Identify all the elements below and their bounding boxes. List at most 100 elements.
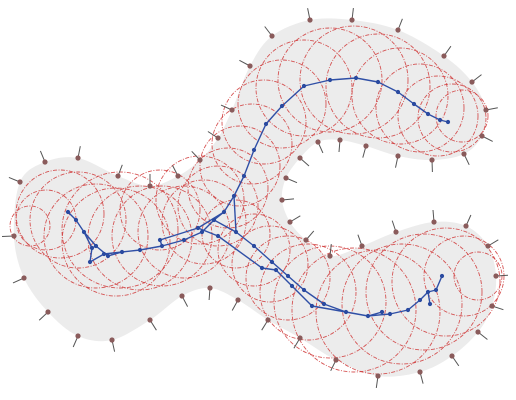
skeleton-edge: [345, 311, 369, 317]
inscribed-circle: [199, 125, 281, 207]
skeleton-node: [375, 79, 381, 85]
boundary-point: [75, 333, 81, 339]
boundary-point: [475, 329, 481, 335]
boundary-point: [75, 155, 81, 161]
boundary-point: [215, 135, 221, 141]
skeleton-edge: [233, 175, 245, 197]
skeleton-node: [353, 75, 359, 81]
skeleton-node: [73, 217, 79, 223]
skeleton-edge: [261, 267, 277, 271]
inscribed-circle: [221, 79, 307, 165]
skeleton-edge: [389, 309, 409, 315]
inscribed-circle: [43, 183, 149, 289]
skeleton-node: [309, 303, 315, 309]
skeleton-edge: [121, 249, 141, 253]
boundary-point: [297, 155, 303, 161]
skeleton-node: [321, 301, 327, 307]
skeleton-node: [89, 245, 95, 251]
skeleton-edge: [197, 227, 219, 237]
skeleton-node: [289, 283, 295, 289]
inscribed-circle: [217, 213, 291, 287]
skeleton-node: [387, 311, 393, 317]
skeleton-node: [259, 265, 265, 271]
skeleton-node: [395, 89, 401, 95]
skeleton-node: [241, 173, 247, 179]
boundary-point: [315, 139, 321, 145]
skeleton-node: [101, 251, 107, 257]
boundary-point: [247, 63, 253, 69]
inscribed-circle: [325, 33, 431, 139]
inscribed-circle: [259, 243, 357, 341]
inscribed-circle: [417, 83, 487, 153]
boundary-point: [429, 157, 435, 163]
boundary-point: [469, 79, 475, 85]
skeleton-edge: [287, 275, 305, 291]
boundary-point: [11, 233, 17, 239]
boundary-point: [307, 17, 313, 23]
skeleton-node: [215, 233, 221, 239]
skeleton-edge: [253, 245, 273, 263]
boundary-point: [115, 173, 121, 179]
skeleton-node: [425, 289, 431, 295]
boundary-point: [179, 293, 185, 299]
skeleton-node: [269, 259, 275, 265]
skeleton-edge: [265, 105, 283, 125]
inscribed-circle: [299, 25, 409, 135]
skeleton-node: [301, 83, 307, 89]
skeleton-node: [181, 237, 187, 243]
inscribed-circle: [61, 187, 171, 297]
skeleton-node: [221, 209, 227, 215]
boundary-point: [441, 53, 447, 59]
boundary-point: [42, 159, 48, 165]
skeleton-node: [93, 243, 99, 249]
skeleton-edge: [243, 149, 255, 177]
skeleton-edge: [413, 103, 429, 115]
boundary-point: [269, 33, 275, 39]
skeleton-node: [425, 111, 431, 117]
inscribed-circle: [277, 27, 383, 133]
skeleton-edge: [89, 253, 105, 263]
skeleton-edge: [161, 239, 185, 247]
boundary-point: [333, 357, 339, 363]
skeleton-node: [327, 77, 333, 83]
skeleton-edge: [407, 299, 421, 311]
skeleton-edge: [281, 85, 305, 107]
skeleton-node: [433, 287, 439, 293]
skeleton-node: [379, 309, 385, 315]
skeleton-edge: [233, 195, 237, 233]
skeleton-edge: [217, 235, 263, 269]
skeleton-node: [233, 229, 239, 235]
inscribed-circle: [177, 165, 259, 247]
boundary-point: [363, 143, 369, 149]
skeleton-node: [301, 287, 307, 293]
inscribed-circle: [341, 243, 463, 365]
inscribed-circle: [397, 75, 479, 157]
boundary-point: [109, 337, 115, 343]
skeleton-node: [199, 229, 205, 235]
skeleton-node: [251, 147, 257, 153]
boundary-point: [21, 275, 27, 281]
inscribed-circle: [155, 155, 245, 245]
skeleton-edge: [355, 77, 379, 83]
boundary-point: [265, 317, 271, 323]
boundary-point: [147, 183, 153, 189]
skeleton-node: [343, 309, 349, 315]
boundary-point: [449, 353, 455, 359]
inscribed-circle: [423, 235, 505, 317]
boundary-point: [461, 151, 467, 157]
skeleton-node: [65, 209, 71, 215]
skeleton-edge: [275, 269, 293, 287]
boundary-point: [197, 157, 203, 163]
boundary-point: [147, 317, 153, 323]
boundary-point: [349, 17, 355, 23]
inscribed-circle: [237, 59, 327, 149]
skeleton-edge: [397, 91, 415, 105]
boundary-point: [303, 237, 309, 243]
skeleton-node: [251, 243, 257, 249]
boundary-point: [287, 219, 293, 225]
skeleton-edge: [435, 275, 443, 291]
skeleton-node: [231, 193, 237, 199]
inscribed-circle: [255, 39, 353, 137]
boundary-point: [485, 243, 491, 249]
skeleton-edge: [329, 77, 357, 81]
